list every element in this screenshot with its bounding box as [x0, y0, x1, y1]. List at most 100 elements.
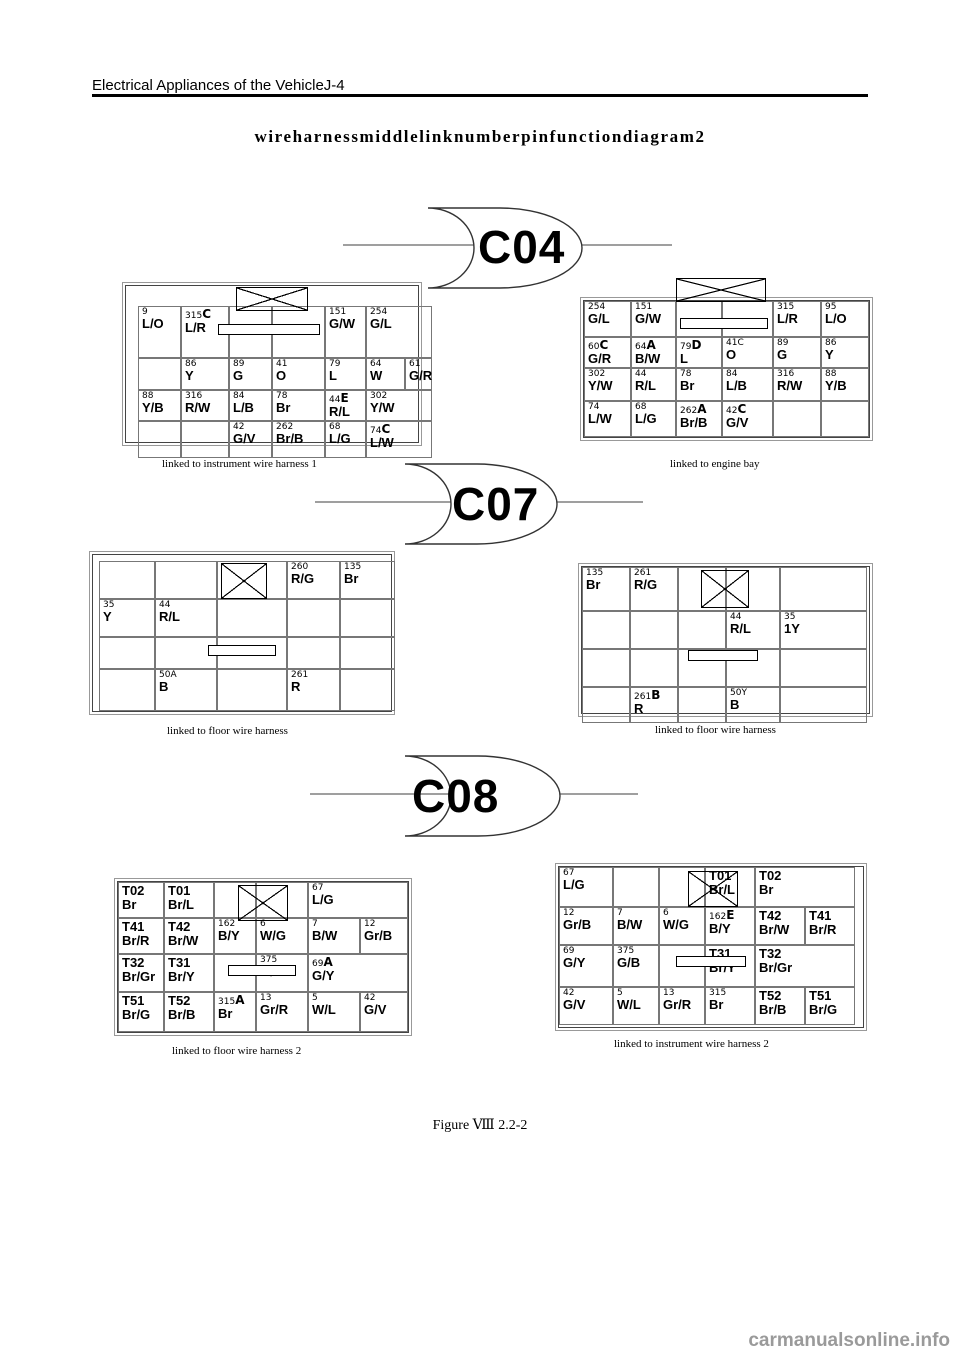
pin-number: 86 [185, 359, 197, 369]
pin-number: 315 [709, 988, 727, 998]
terminal-id: T51 [122, 993, 145, 1008]
c08-right-caption: linked to instrument wire harness 2 [614, 1038, 769, 1050]
pin-number: 375 [617, 946, 635, 956]
pin-cell [99, 669, 155, 711]
wire-color-code: Br [122, 896, 137, 912]
figure-label: Figure Ⅷ 2.2-2 [432, 1118, 528, 1133]
wire-color-code: Br/B [680, 415, 708, 431]
pin-number: 315 [777, 302, 795, 312]
pin-number: 254 [588, 302, 606, 312]
wire-color-code: Br [586, 577, 601, 593]
pin-cell [582, 649, 630, 687]
wire-color-code: L/R [777, 311, 798, 327]
pin-number: 95 [825, 302, 837, 312]
pin-cell [287, 599, 340, 637]
wire-color-code: Br [759, 881, 774, 897]
wire-color-code: G/V [233, 431, 256, 447]
wire-color-code: L/G [563, 877, 585, 893]
pin-number: 302 [370, 391, 388, 401]
c07-left-caption: linked to floor wire harness [167, 725, 288, 737]
wire-color-code: L/G [635, 411, 657, 427]
pin-number: 88 [825, 369, 837, 379]
pin-cell [773, 401, 821, 437]
pin-number: 7 [617, 908, 623, 918]
pin-number: 42 [364, 993, 376, 1003]
pin-number: 69 [563, 946, 575, 956]
pin-cell [630, 611, 678, 649]
pin-cell [678, 611, 726, 649]
pin-number: 315A [218, 993, 245, 1007]
wire-color-code: G [233, 368, 244, 384]
terminal-id: T02 [122, 883, 145, 898]
pin-number: 60C [588, 338, 609, 352]
pin-number: 64 [370, 359, 382, 369]
pin-number: 68 [329, 422, 341, 432]
wire-color-code: B/W [312, 928, 338, 944]
wire-color-code: 1Y [784, 621, 800, 637]
wire-color-code: B/Y [709, 921, 731, 937]
wire-color-code: G/R [409, 368, 433, 384]
wire-color-code: Y [185, 368, 194, 384]
wire-color-code: Br [680, 378, 695, 394]
wire-color-code: G/V [364, 1002, 387, 1018]
wire-color-code: L/W [588, 411, 612, 427]
pin-number: 261B [634, 688, 661, 702]
badge-label-c04: C04 [478, 221, 566, 273]
c08-badge-shape [310, 755, 638, 837]
pin-number: 79 [329, 359, 341, 369]
pin-suffix: E [340, 391, 349, 405]
wire-color-code: R/L [159, 609, 180, 625]
terminal-id: T32 [759, 946, 782, 961]
pin-number: 12 [364, 919, 376, 929]
cross-box-icon [676, 278, 766, 302]
c04-right-caption: linked to engine bay [670, 458, 760, 470]
pin-suffix: A [323, 955, 333, 969]
wire-color-code: W/L [617, 997, 641, 1013]
c04-badge-shape [343, 207, 672, 289]
pin-number: 44 [730, 612, 742, 622]
pin-suffix: D [691, 338, 702, 352]
pin-suffix: C [202, 307, 211, 321]
wire-color-code: L/O [142, 316, 164, 332]
pin-number: 86 [825, 338, 837, 348]
pin-number: 89 [777, 338, 789, 348]
wire-color-code: Br/G [122, 1006, 151, 1022]
wire-color-code: Br/G [809, 1001, 838, 1017]
pin-cell [181, 421, 229, 458]
wire-color-code: R/L [730, 621, 751, 637]
wire-color-code: Br [709, 997, 724, 1013]
wire-color-code: Br/B [168, 1006, 196, 1022]
wire-color-code: Br/W [168, 932, 199, 948]
pin-number: 316 [185, 391, 203, 401]
wire-color-code: Y/B [825, 378, 847, 394]
